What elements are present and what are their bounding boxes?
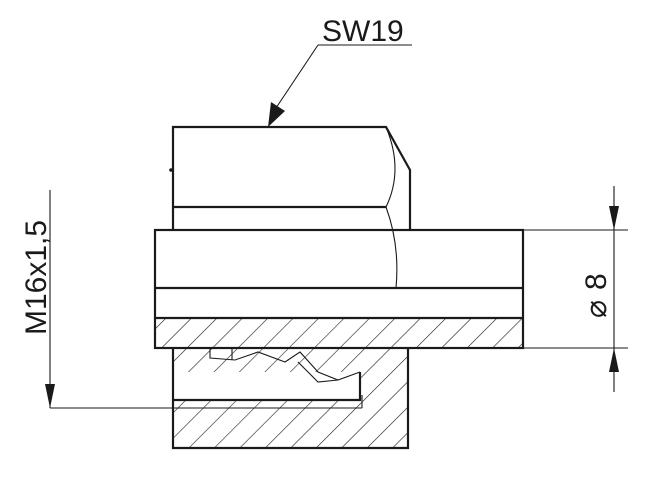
sw19-leader	[268, 44, 412, 127]
tube	[153, 228, 525, 350]
thread-dimension	[45, 190, 362, 409]
fitting-body-section	[171, 348, 410, 450]
thread-label: M16x1,5	[20, 220, 53, 335]
diameter-dimension	[523, 186, 628, 392]
diameter-value: 8	[580, 273, 613, 290]
sw19-label: SW19	[322, 15, 404, 48]
hex-nut	[169, 125, 412, 289]
diameter-symbol: ⌀	[580, 300, 613, 318]
